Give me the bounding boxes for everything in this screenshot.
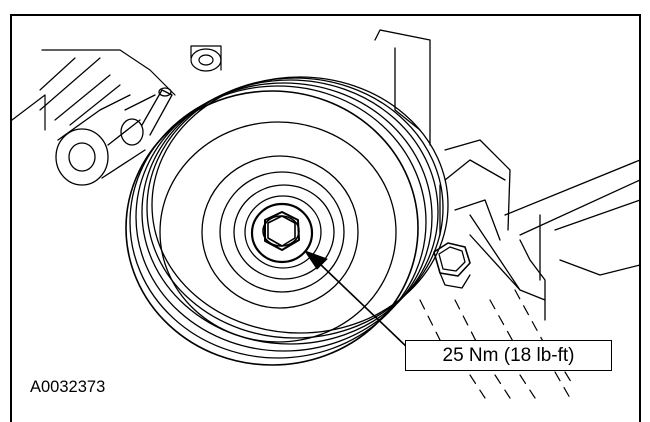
figure-border — [10, 14, 641, 422]
left-cylinder-parts — [55, 87, 173, 186]
hidden-lines — [419, 289, 574, 399]
bolt-hex-drawing — [262, 211, 300, 251]
figure-id-label: A0032373 — [30, 378, 106, 396]
arrow-leader — [304, 250, 411, 351]
tensioner-arm-parts — [374, 29, 641, 321]
engine-bracket-lines — [11, 45, 222, 131]
torque-callout-box: 25 Nm (18 lb-ft) — [405, 340, 612, 371]
pulley-drawing — [125, 76, 449, 366]
